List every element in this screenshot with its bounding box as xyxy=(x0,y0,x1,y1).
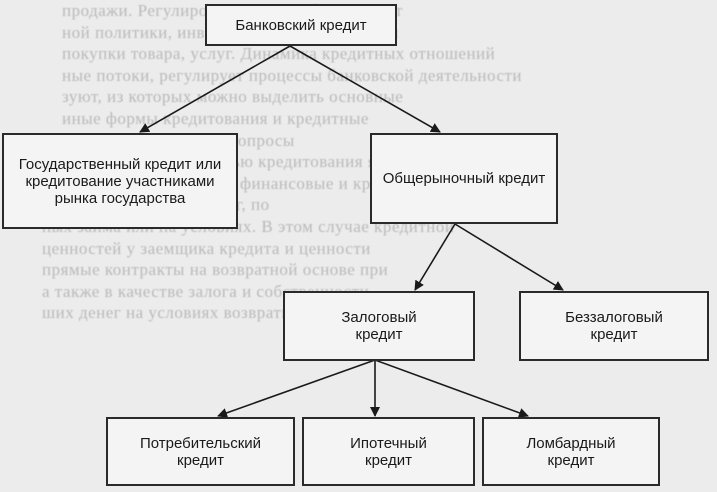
edge-secured-consumer xyxy=(217,359,376,418)
bg-line: иные формы кредитования и кредитные xyxy=(62,108,369,128)
edge-root-state xyxy=(139,45,291,133)
bg-line: прямые контракты на возвратной основе пр… xyxy=(42,260,389,280)
edge-root-general xyxy=(289,45,441,133)
node-secured-credit: Залоговый кредит xyxy=(283,291,475,361)
edge-general-unsecured xyxy=(454,223,564,291)
node-unsecured-credit: Беззалоговый кредит xyxy=(519,291,709,361)
node-general-market-credit: Общерыночный кредит xyxy=(370,133,558,224)
node-consumer-credit: Потребительский кредит xyxy=(106,417,295,486)
node-state-credit: Государственный кредит или кредитование … xyxy=(2,133,238,229)
bg-line: покупки товара, услуг. Динамика кредитны… xyxy=(62,44,496,64)
node-pawn-credit: Ломбардный кредит xyxy=(482,417,660,486)
node-bank-credit: Банковский кредит xyxy=(205,4,397,46)
bg-line: ших денег на условиях возвратности xyxy=(42,303,326,323)
bg-line: ценностей у заемщика кредита и ценности xyxy=(42,238,371,258)
bg-line: ные потоки, регулирует процессы банковск… xyxy=(62,65,523,85)
node-mortgage-credit: Ипотечный кредит xyxy=(302,417,475,486)
edge-secured-pawn xyxy=(374,359,529,418)
edge-general-secured xyxy=(414,223,456,291)
bg-line: зуют, из которых можно выделить основные xyxy=(62,87,404,107)
